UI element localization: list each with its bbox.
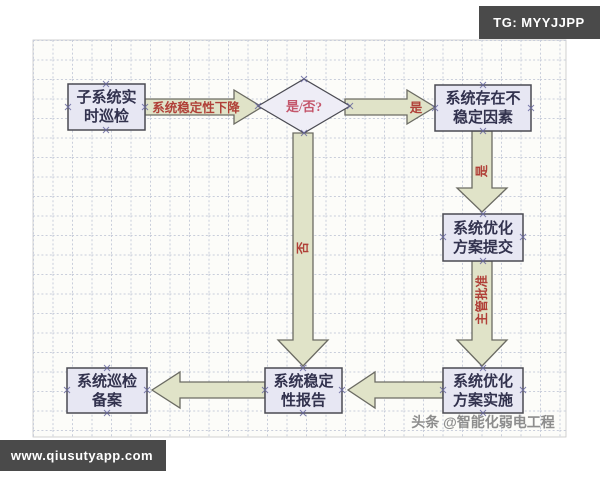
node-stability-report — [264, 367, 343, 414]
arrow-report-to-record — [150, 370, 266, 410]
edge-label-yes-down: 是 — [475, 164, 489, 178]
badge-bottom-left-bg — [0, 440, 166, 471]
arrow-decision-to-unstable — [344, 88, 437, 126]
edge-label-approval: 主管批准 — [474, 275, 489, 326]
node-patrol-record-label: 系统巡检备案 — [77, 372, 137, 409]
node-patrol-label: 子系统实时巡检 — [76, 88, 136, 125]
edge-label-stability-drop: 系统稳定性下降 — [152, 100, 240, 115]
node-plan-submit-label: 系统优化方案提交 — [453, 219, 513, 256]
arrow-submit-to-implement — [455, 260, 509, 367]
arrow-unstable-to-submit — [455, 130, 509, 213]
edge-label-yes-right: 是 — [409, 101, 423, 115]
node-decision-label: 是/否? — [285, 99, 322, 114]
node-stability-report-label: 系统稳定性报告 — [273, 372, 333, 409]
badge-bottom-left-text: www.qiusutyapp.com — [10, 448, 153, 463]
watermark-text: 头条 @智能化弱电工程 — [411, 414, 555, 430]
arrow-decision-to-report — [276, 132, 330, 367]
badge-top-right-bg — [479, 6, 600, 39]
edge-label-no-down: 否 — [296, 241, 310, 255]
node-unstable-label: 系统存在不稳定因素 — [445, 89, 520, 126]
arrow-implement-to-report — [346, 370, 444, 410]
badge-top-right-text: TG: MYYJJPP — [493, 15, 584, 30]
node-plan-implement-label: 系统优化方案实施 — [453, 372, 513, 409]
anchor-marks — [63, 75, 535, 417]
arrow-patrol-to-decision — [144, 88, 264, 126]
